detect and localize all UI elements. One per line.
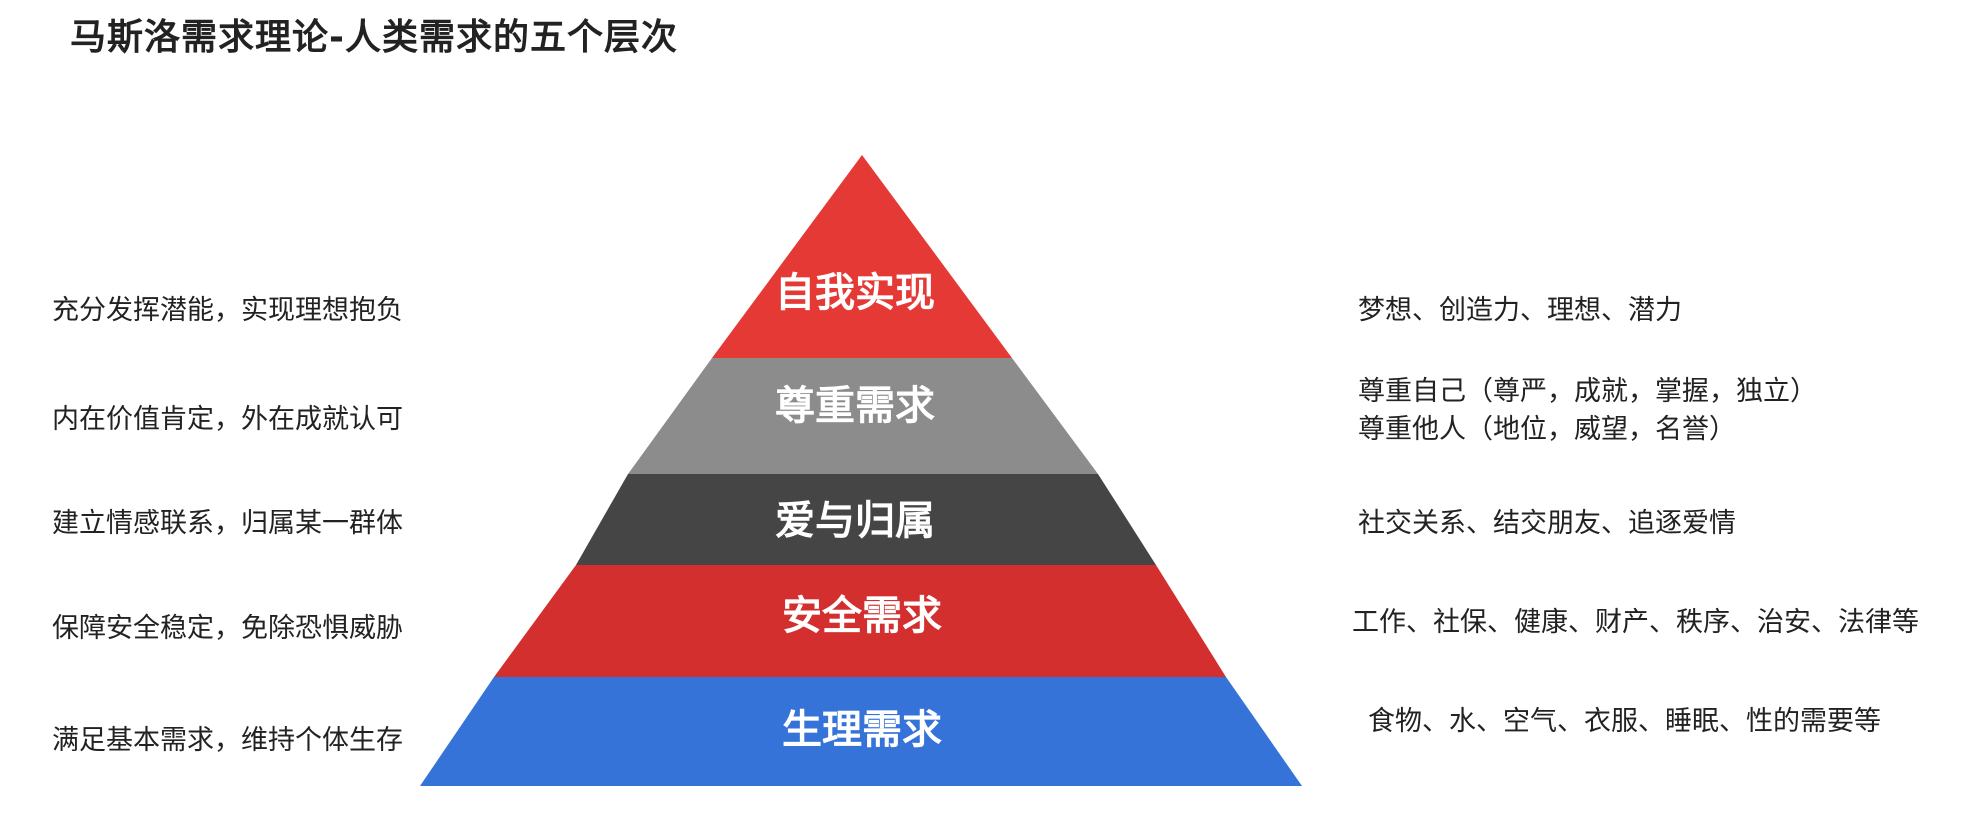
left-description-self-actualization: 充分发挥潜能，实现理想抱负: [52, 295, 403, 326]
right-description-esteem: 尊重自己（尊严，成就，掌握，独立） 尊重他人（地位，威望，名誉）: [1358, 373, 1817, 449]
right-description-line: 社交关系、结交朋友、追逐爱情: [1358, 508, 1736, 539]
level-label-esteem: 尊重需求: [775, 383, 935, 429]
level-label-self-actualization: 自我实现: [775, 270, 935, 316]
pyramid-level-safety: [494, 565, 1226, 677]
pyramid-level-love-belonging: [576, 474, 1156, 565]
right-description-line: 尊重自己（尊严，成就，掌握，独立）: [1358, 376, 1817, 407]
page-title: 马斯洛需求理论-人类需求的五个层次: [70, 17, 678, 58]
level-label-safety: 安全需求: [782, 593, 942, 639]
left-description-esteem: 内在价值肯定，外在成就认可: [52, 404, 403, 435]
right-description-line: 工作、社保、健康、财产、秩序、治安、法律等: [1352, 607, 1919, 638]
left-description-love-belonging: 建立情感联系，归属某一群体: [52, 508, 403, 539]
pyramid-level-physiological: [420, 677, 1302, 786]
pyramid-level-self-actualization: [712, 155, 1012, 358]
right-description-line: 食物、水、空气、衣服、睡眠、性的需要等: [1368, 706, 1881, 737]
left-description-physiological: 满足基本需求，维持个体生存: [52, 725, 403, 756]
level-label-love-belonging: 爱与归属: [775, 498, 935, 544]
pyramid-level-esteem: [628, 358, 1098, 474]
right-description-love-belonging: 社交关系、结交朋友、追逐爱情: [1358, 505, 1736, 543]
left-description-safety: 保障安全稳定，免除恐惧威胁: [52, 613, 403, 644]
right-description-line: 尊重他人（地位，威望，名誉）: [1358, 414, 1736, 445]
right-description-safety: 工作、社保、健康、财产、秩序、治安、法律等: [1352, 604, 1919, 642]
right-description-physiological: 食物、水、空气、衣服、睡眠、性的需要等: [1368, 703, 1881, 741]
level-label-physiological: 生理需求: [782, 707, 942, 753]
right-description-line: 梦想、创造力、理想、潜力: [1358, 295, 1682, 326]
right-description-self-actualization: 梦想、创造力、理想、潜力: [1358, 292, 1682, 330]
